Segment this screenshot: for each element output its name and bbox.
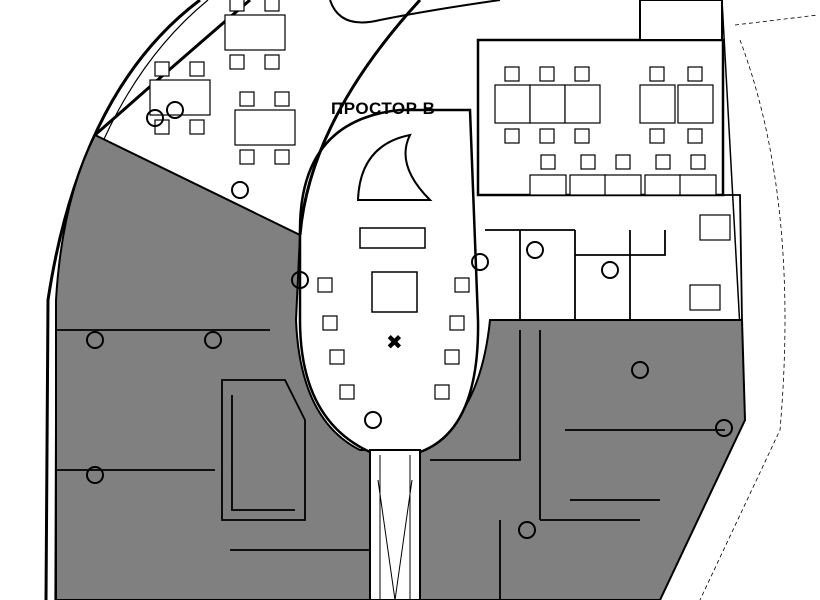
chair — [504, 128, 520, 144]
chair — [322, 315, 338, 331]
space-label: ПРОСТОР В — [331, 99, 436, 118]
desk — [569, 174, 607, 196]
chair — [264, 54, 280, 70]
chair — [540, 154, 556, 170]
chair — [154, 61, 170, 77]
column — [715, 419, 733, 437]
corridor-lines — [377, 455, 413, 600]
column — [86, 466, 104, 484]
desk — [639, 84, 676, 124]
chair — [229, 54, 245, 70]
desk — [224, 14, 286, 51]
furniture — [149, 0, 731, 400]
column — [291, 271, 309, 289]
chair — [274, 149, 290, 165]
column — [204, 331, 222, 349]
chair — [649, 128, 665, 144]
column — [231, 181, 249, 199]
chair — [264, 0, 280, 12]
plant-icon: ✖ — [386, 330, 403, 354]
chair — [454, 277, 470, 293]
corridor — [369, 449, 421, 600]
reception-pod — [356, 133, 433, 201]
desk — [677, 84, 714, 124]
chair — [189, 61, 205, 77]
interior-walls-right — [430, 330, 725, 600]
meeting-table — [371, 271, 418, 313]
chair — [239, 91, 255, 107]
chair — [239, 149, 255, 165]
chair — [655, 154, 671, 170]
desk — [494, 84, 531, 124]
chair — [274, 91, 290, 107]
terrace-edge-dashed — [699, 14, 819, 600]
column — [364, 411, 382, 429]
chair — [339, 384, 355, 400]
chair — [229, 0, 245, 12]
chair — [449, 315, 465, 331]
interior-walls-left — [56, 329, 370, 551]
office-arc-inner — [329, 0, 501, 24]
column — [526, 241, 544, 259]
chair — [690, 154, 706, 170]
chair — [539, 128, 555, 144]
column — [601, 261, 619, 279]
desk — [529, 84, 566, 124]
chair — [687, 128, 703, 144]
column — [146, 109, 164, 127]
chair — [649, 66, 665, 82]
desk — [564, 84, 601, 124]
desk — [679, 174, 717, 196]
desk — [234, 109, 296, 146]
column — [166, 101, 184, 119]
chair — [504, 66, 520, 82]
chair — [539, 66, 555, 82]
reception-desk — [359, 227, 426, 249]
chair — [329, 349, 345, 365]
desk — [644, 174, 682, 196]
desk — [604, 174, 642, 196]
chair — [574, 128, 590, 144]
chair — [615, 154, 631, 170]
chair — [434, 384, 450, 400]
column — [471, 253, 489, 271]
desk — [529, 174, 567, 196]
chair — [687, 66, 703, 82]
chair — [574, 66, 590, 82]
desk — [149, 79, 211, 116]
column — [631, 361, 649, 379]
chair — [317, 277, 333, 293]
outer-wall — [44, 0, 201, 600]
service-rooms — [480, 194, 743, 321]
column — [86, 331, 104, 349]
chair — [444, 349, 460, 365]
top-right-room — [639, 0, 723, 41]
chair — [189, 119, 205, 135]
column — [518, 521, 536, 539]
table — [689, 284, 721, 311]
table — [699, 214, 731, 241]
chair — [580, 154, 596, 170]
